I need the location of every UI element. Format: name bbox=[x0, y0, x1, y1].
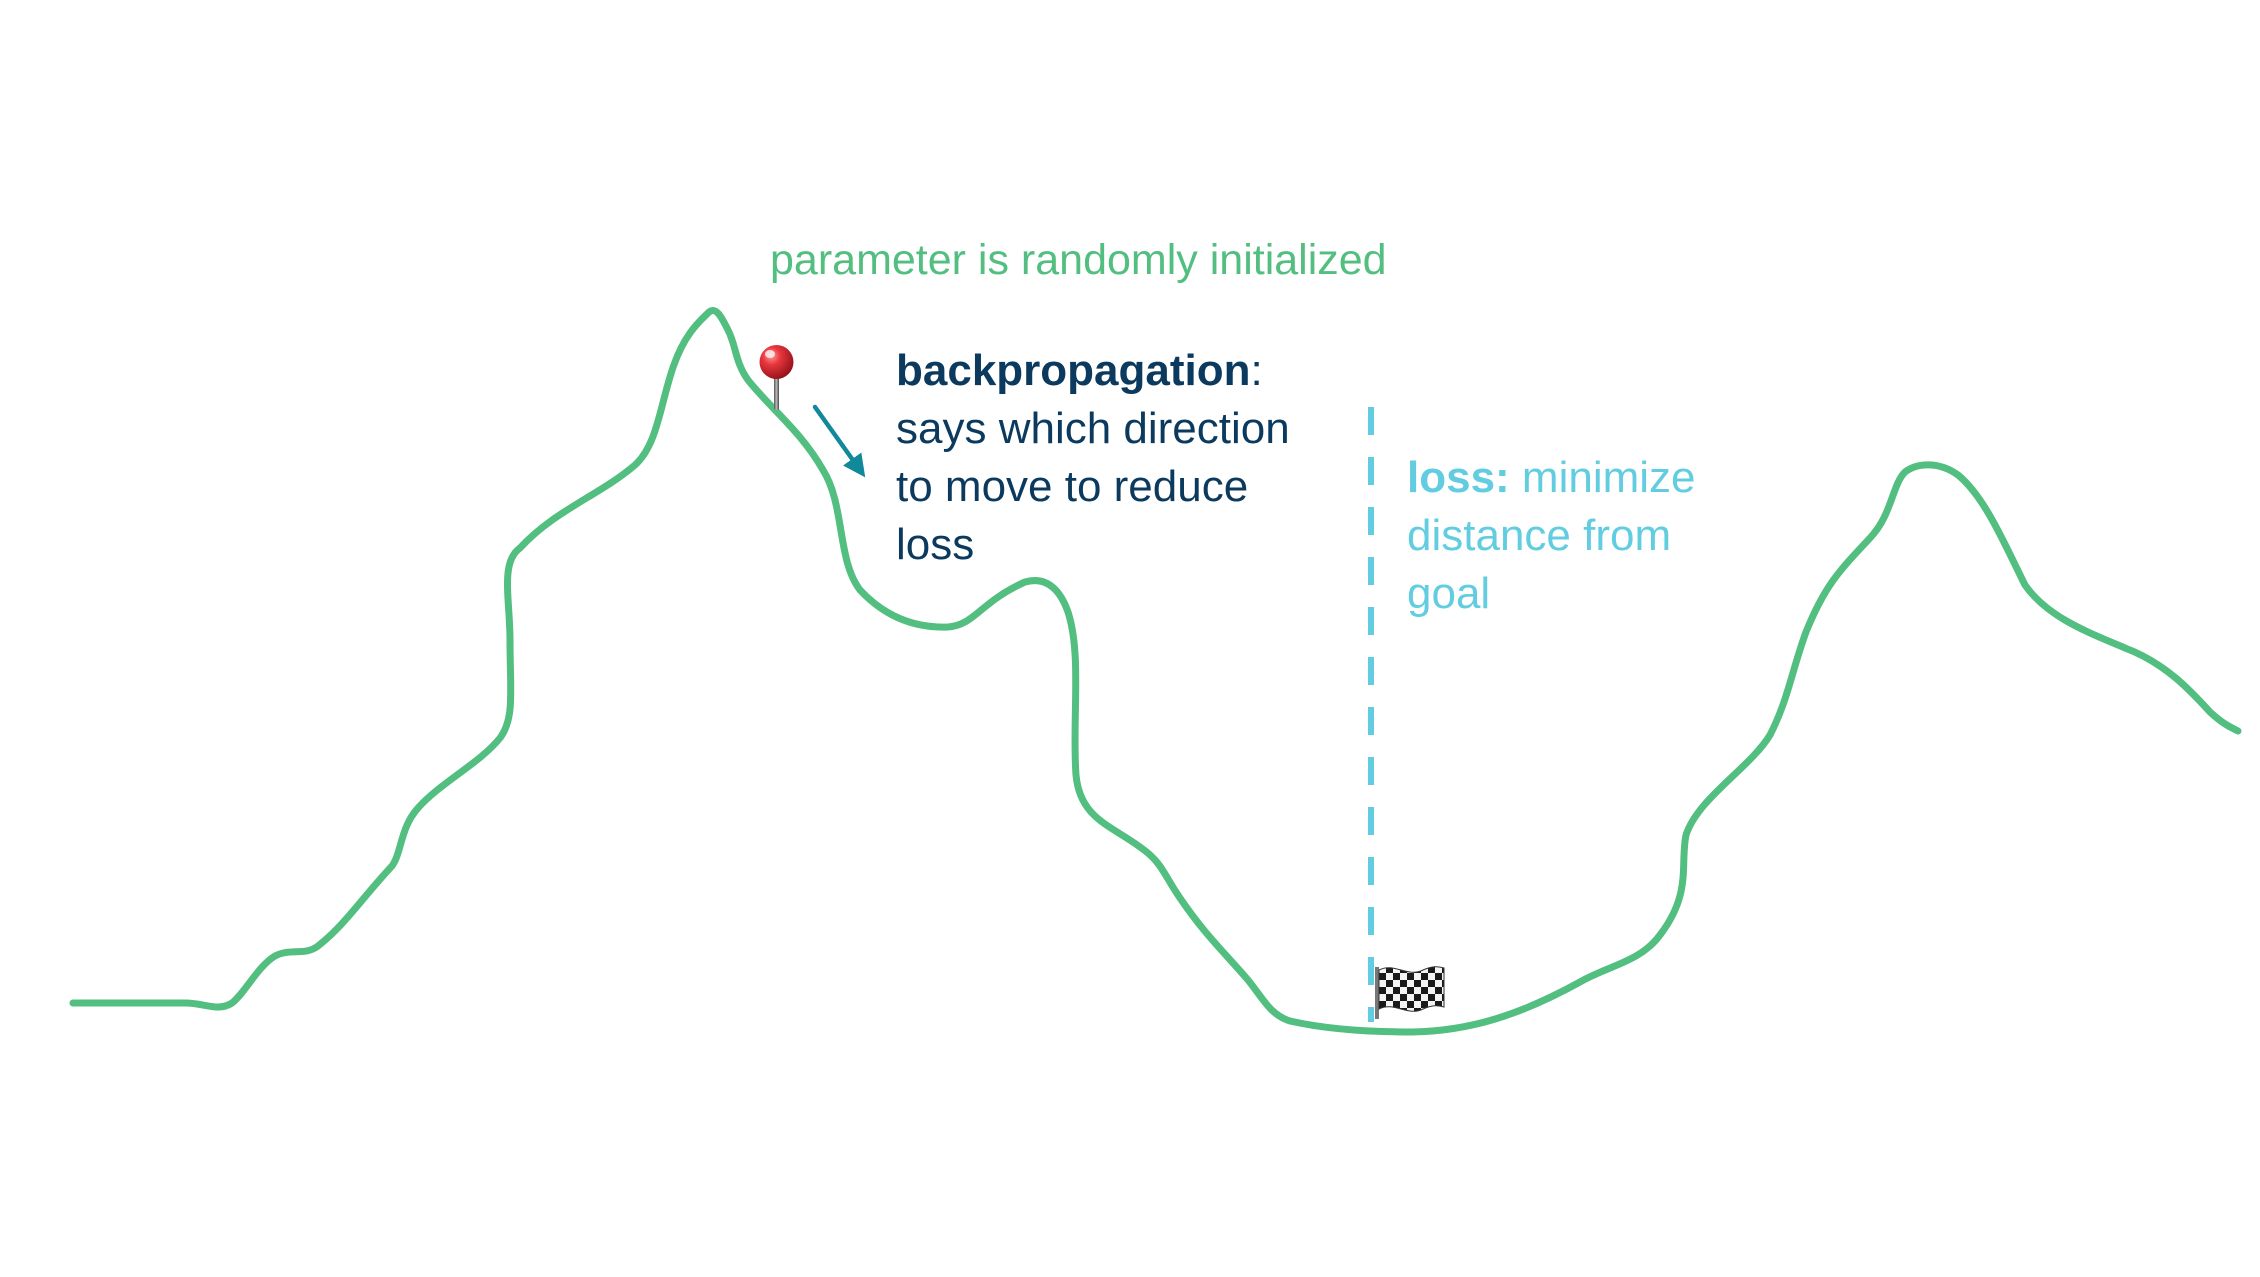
backprop-line-1: says which direction bbox=[896, 404, 1290, 454]
loss-line-1-rest: minimize bbox=[1509, 453, 1696, 502]
backprop-term: backpropagation bbox=[896, 346, 1251, 395]
pushpin-icon bbox=[759, 345, 794, 410]
checkered-flag-icon bbox=[1375, 966, 1445, 1019]
backprop-colon: : bbox=[1250, 346, 1263, 395]
loss-landscape-curve bbox=[69, 307, 2242, 1036]
arrow-down-right-icon bbox=[812, 404, 866, 478]
loss-heading-line: loss: minimize bbox=[1407, 449, 1696, 507]
loss-term: loss bbox=[1407, 453, 1496, 502]
backpropagation-annotation: backpropagation: says which direction to… bbox=[896, 342, 1290, 574]
loss-line-2: distance from bbox=[1407, 511, 1672, 561]
backprop-heading-line: backpropagation: bbox=[896, 342, 1290, 400]
backprop-line-3: loss bbox=[896, 520, 975, 570]
random-initialization-label: parameter is randomly initialized bbox=[770, 236, 1387, 284]
loss-line-3: goal bbox=[1407, 569, 1491, 619]
loss-colon: : bbox=[1495, 453, 1510, 502]
loss-annotation: loss: minimize distance from goal bbox=[1407, 449, 1696, 623]
backprop-line-2: to move to reduce bbox=[896, 462, 1249, 512]
